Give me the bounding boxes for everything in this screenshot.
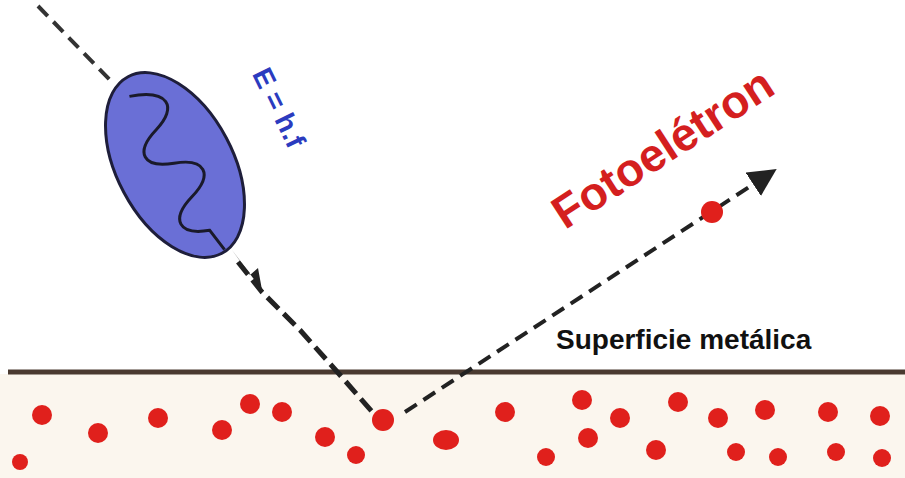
metal-body xyxy=(0,374,905,478)
energy-formula: E = h.f xyxy=(247,64,309,152)
photoelectron xyxy=(701,201,723,223)
photoelectron-label: Fotoelétron xyxy=(543,60,780,236)
photon-packet xyxy=(77,49,273,280)
photon-path xyxy=(38,6,112,82)
photon-tail xyxy=(232,250,262,290)
surface-label: Superficie metálica xyxy=(556,326,811,354)
metal-electrons xyxy=(12,390,891,470)
metal-surface xyxy=(8,370,905,375)
